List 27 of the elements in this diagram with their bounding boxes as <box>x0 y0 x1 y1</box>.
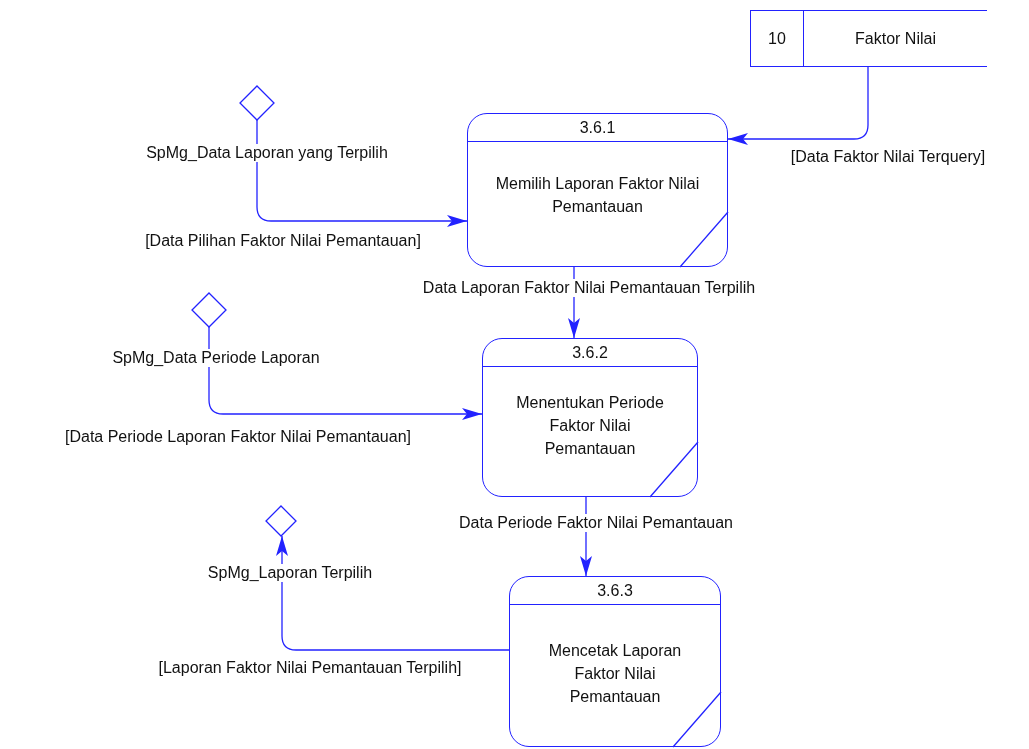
edge-label: [Data Faktor Nilai Terquery] <box>788 148 988 166</box>
process-box <box>509 576 721 747</box>
process-name: Mencetak Laporan Faktor Nilai Pemantauan <box>547 641 683 708</box>
edge-label: [Data Periode Laporan Faktor Nilai Pemantauan] <box>63 428 413 446</box>
diamond-node <box>239 85 275 121</box>
arrow <box>276 535 510 651</box>
store-label: SpMg_Laporan Terpilih <box>205 564 375 582</box>
store-label: SpMg_Data Periode Laporan <box>110 349 322 367</box>
process-number: 3.6.1 <box>579 118 616 138</box>
process-name: Memilih Laporan Faktor Nilai Pemantauan <box>494 174 701 218</box>
process-box <box>467 113 728 267</box>
data-store <box>750 10 987 67</box>
arrow <box>256 119 468 227</box>
arrow <box>208 326 483 420</box>
edge-label: Data Periode Faktor Nilai Pemantauan <box>457 514 735 532</box>
process-box <box>482 338 698 497</box>
edge-label: [Data Pilihan Faktor Nilai Pemantauan] <box>143 232 423 250</box>
store-label: SpMg_Data Laporan yang Terpilih <box>144 144 390 162</box>
diamond-node <box>265 505 297 537</box>
process-name: Menentukan Periode Faktor Nilai Pemantauan <box>515 393 665 460</box>
store-name: Faktor Nilai <box>855 29 936 48</box>
store-id: 10 <box>768 29 786 48</box>
arrow <box>727 66 869 145</box>
process-number: 3.6.2 <box>572 343 608 363</box>
edge-label: [Laporan Faktor Nilai Pemantauan Terpilih] <box>156 659 464 677</box>
process-number: 3.6.3 <box>597 581 633 601</box>
diamond-node <box>191 292 227 328</box>
